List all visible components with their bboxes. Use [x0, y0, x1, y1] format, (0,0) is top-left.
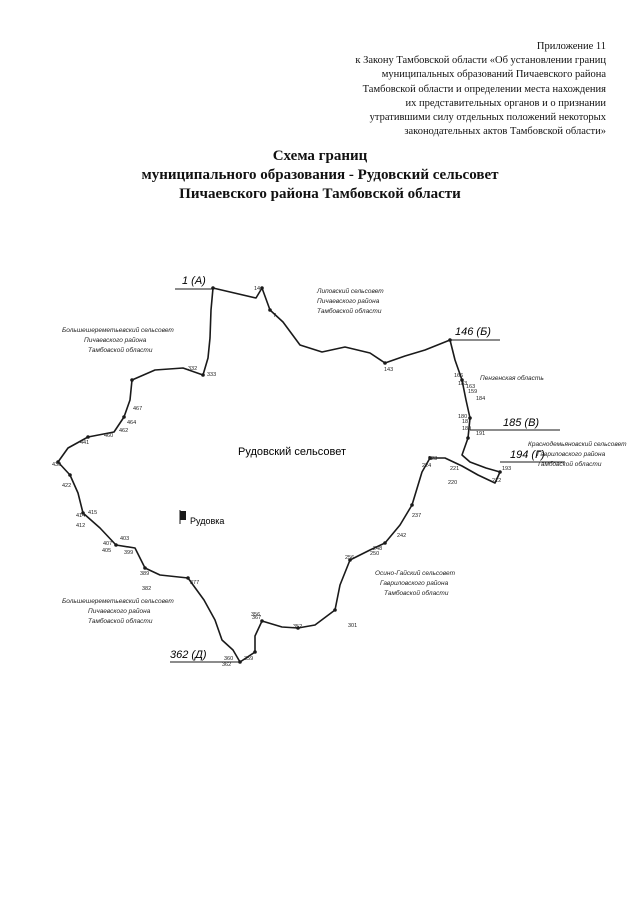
neighbor-osino-gaysky-line: Тамбовской области	[384, 589, 449, 597]
vertex-number: 143	[384, 367, 393, 373]
vertex-number: 248	[373, 546, 382, 552]
neighbor-penza-line: Пензенская область	[480, 374, 544, 382]
vertex-number: 403	[120, 536, 129, 542]
vertex-number: 189	[462, 426, 471, 432]
vertex-number: 159	[468, 389, 477, 395]
vertex-number: 242	[397, 533, 406, 539]
vertex-number: 467	[133, 406, 142, 412]
title-line: муниципального образования - Рудовский с…	[141, 167, 499, 183]
vertex-number-labels: 14 7 332 333 467 464 462 460 441 430 422…	[52, 286, 511, 668]
neighbor-lipovsky-line: Тамбовской области	[317, 307, 382, 315]
vertex-number: 382	[142, 586, 151, 592]
village-marker-icon	[179, 510, 186, 524]
vertex-number: 377	[190, 580, 199, 586]
appendix-line: Приложение 11	[536, 41, 606, 52]
vertex-number: 460	[104, 433, 113, 439]
vertex-number: 237	[412, 513, 421, 519]
vertex-number: 362	[222, 662, 231, 668]
vertex-number: 184	[476, 396, 485, 402]
point-a-label: 1 (А)	[182, 275, 206, 287]
municipality-name-label: Рудовский сельсовет	[238, 446, 346, 458]
vertex-number: 180	[458, 414, 467, 420]
vertex-number: 221	[450, 466, 459, 472]
vertex-number: 166	[454, 373, 463, 379]
appendix-header: Приложение 11 к Закону Тамбовской област…	[306, 40, 606, 139]
neighbor-bolshesheremet-s-line: Большешереметьевский сельсовет	[62, 597, 174, 605]
vertex-number: 223	[428, 456, 437, 462]
vertex-number: 256	[345, 555, 354, 561]
appendix-line: их представительных органов и о признани…	[405, 97, 606, 109]
point-v-label: 185 (В)	[503, 417, 539, 429]
vertex-number: 367	[252, 615, 261, 621]
neighbor-lipovsky-line: Пичаевского района	[317, 297, 380, 305]
point-g-label: 194 (Г)	[510, 449, 545, 461]
boundary-vertices	[56, 286, 502, 664]
vertex-number: 356	[251, 612, 260, 618]
vertex-number: 430	[52, 462, 61, 468]
vertex-number: 333	[207, 372, 216, 378]
vertex-number: 163	[466, 384, 475, 390]
village-label: Рудовка	[190, 516, 224, 526]
vertex-number: 412	[76, 523, 85, 529]
vertex-number: 441	[80, 440, 89, 446]
vertex-number: 301	[348, 623, 357, 629]
neighbor-bolshesheremet-s-line: Пичаевского района	[88, 607, 151, 615]
vertex-number: 7	[273, 313, 276, 319]
neighbor-krasnodemyan-line: Краснодемьяновский сельсовет	[528, 440, 627, 448]
neighbor-osino-gaysky-line: Осино-Гайский сельсовет	[375, 569, 456, 577]
title-line: Пичаевского района Тамбовской области	[179, 186, 461, 202]
document-title: Схема границ муниципального образования …	[0, 147, 640, 204]
vertex-number: 462	[119, 428, 128, 434]
neighbor-osino-gaysky-line: Гавриловского района	[380, 579, 449, 587]
vertex-number: 212	[492, 478, 501, 484]
neighbor-bolshesheremet-n-line: Тамбовской области	[88, 346, 153, 354]
appendix-line: законодательных актов Тамбовской области…	[404, 126, 606, 138]
neighbor-krasnodemyan-line: Тамбовской области	[537, 460, 602, 468]
neighbor-krasnodemyan-line: Гавриловского района	[537, 450, 606, 458]
vertex-number: 191	[476, 431, 485, 437]
neighbor-lipovsky-line: Липовский сельсовет	[316, 287, 384, 295]
municipal-boundary-line	[57, 287, 501, 663]
title-line: Схема границ	[272, 148, 368, 164]
vertex-number: 220	[448, 480, 457, 486]
appendix-line: утратившими силу отдельных положений нек…	[369, 112, 606, 124]
point-b-label: 146 (Б)	[455, 326, 491, 338]
vertex-number: 187	[462, 419, 471, 425]
vertex-number: 193	[502, 466, 511, 472]
vertex-number: 352	[293, 624, 302, 630]
appendix-line: муниципальных образований Пичаевского ра…	[381, 69, 606, 81]
vertex-number: 399	[124, 550, 133, 556]
neighbor-bolshesheremet-s-line: Тамбовской области	[88, 617, 153, 625]
vertex-number: 464	[127, 420, 136, 426]
appendix-line: к Закону Тамбовской области «Об установл…	[355, 55, 606, 67]
vertex-number: 405	[102, 548, 111, 554]
vertex-number: 250	[370, 551, 379, 557]
vertex-number: 224	[422, 463, 431, 469]
vertex-number: 332	[188, 366, 197, 372]
vertex-number: 14	[254, 286, 260, 292]
neighbor-bolshesheremet-n-line: Большешереметьевский сельсовет	[62, 326, 174, 334]
neighbor-bolshesheremet-n-line: Пичаевского района	[84, 336, 147, 344]
vertex-number: 360	[224, 656, 233, 662]
vertex-number: 414	[76, 513, 85, 519]
vertex-number: 359	[244, 656, 253, 662]
vertex-number: 407	[103, 541, 112, 547]
vertex-number: 183	[458, 381, 467, 387]
vertex-number: 389	[140, 571, 149, 577]
point-d-label: 362 (Д)	[170, 649, 207, 661]
vertex-number: 415	[88, 510, 97, 516]
appendix-line: Тамбовской области и определении места н…	[362, 83, 606, 95]
vertex-number: 422	[62, 483, 71, 489]
